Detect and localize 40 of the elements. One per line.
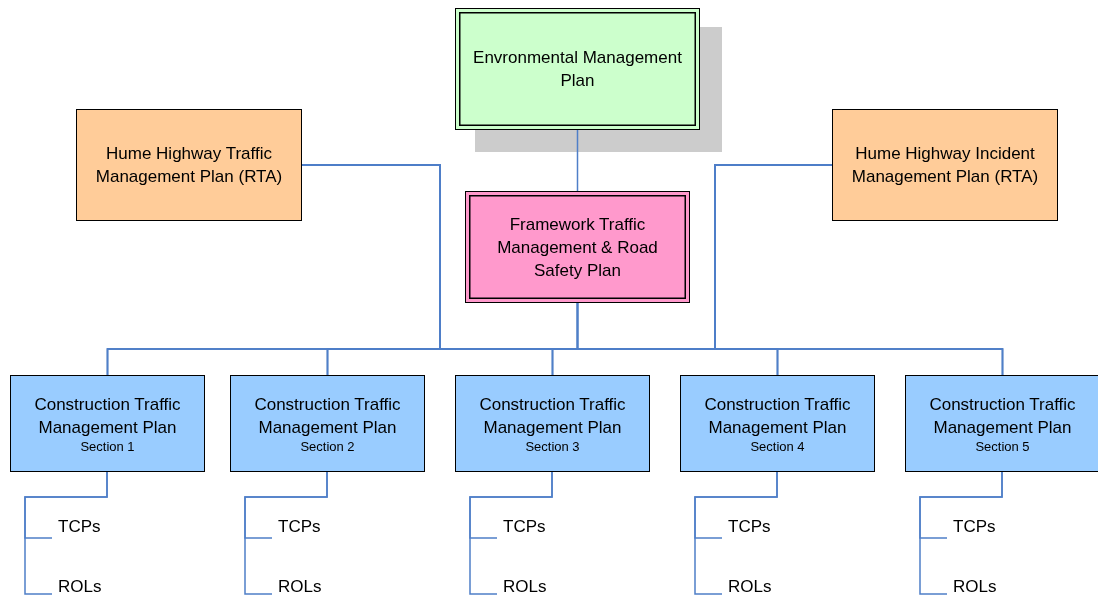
plan-title: TCPs	[952, 515, 997, 538]
plan-title: ROLs	[277, 575, 323, 597]
plan-box	[680, 375, 875, 472]
section-label: Section 1	[80, 438, 135, 455]
plan-title: Construction Traffic Management Plan	[478, 393, 627, 439]
plan-box	[465, 191, 690, 303]
connector-line	[469, 471, 553, 595]
plan-title: TCPs	[502, 515, 547, 538]
plan-title: Construction Traffic Management Plan	[703, 393, 852, 439]
section-label: Section 3	[525, 438, 580, 455]
plan-title: Construction Traffic Management Plan	[928, 393, 1077, 439]
plan-title: ROLs	[502, 575, 548, 597]
plan-title: Hume Highway Incident Management Plan (RTA)	[850, 143, 1040, 188]
plan-title: Construction Traffic Management Plan	[253, 393, 402, 439]
plan-title: TCPs	[277, 515, 322, 538]
plan-box	[905, 375, 1098, 472]
plan-box	[455, 375, 650, 472]
plan-box	[455, 8, 700, 130]
plan-title: Envronmental Management Plan	[472, 47, 683, 92]
plan-title: ROLs	[57, 575, 103, 597]
plan-box	[832, 109, 1058, 221]
plan-title: ROLs	[952, 575, 998, 597]
plan-title: TCPs	[57, 515, 102, 538]
section-label: Section 2	[300, 438, 355, 455]
connector-line	[714, 164, 1004, 376]
connector-line	[919, 471, 1003, 595]
connector-line	[244, 471, 328, 595]
plan-box	[76, 109, 302, 221]
section-label: Section 4	[750, 438, 805, 455]
plan-box	[230, 375, 425, 472]
plan-title: Construction Traffic Management Plan	[33, 393, 182, 439]
connector-line	[694, 471, 778, 595]
plan-box	[10, 375, 205, 472]
plan-title: ROLs	[727, 575, 773, 597]
plan-title: Framework Traffic Management & Road Safety Plan	[496, 213, 659, 282]
connector-line	[576, 129, 579, 192]
section-label: Section 5	[975, 438, 1030, 455]
connector-line	[24, 471, 108, 595]
plan-title: Hume Highway Traffic Management Plan (RTA)	[94, 143, 284, 188]
plan-title: TCPs	[727, 515, 772, 538]
